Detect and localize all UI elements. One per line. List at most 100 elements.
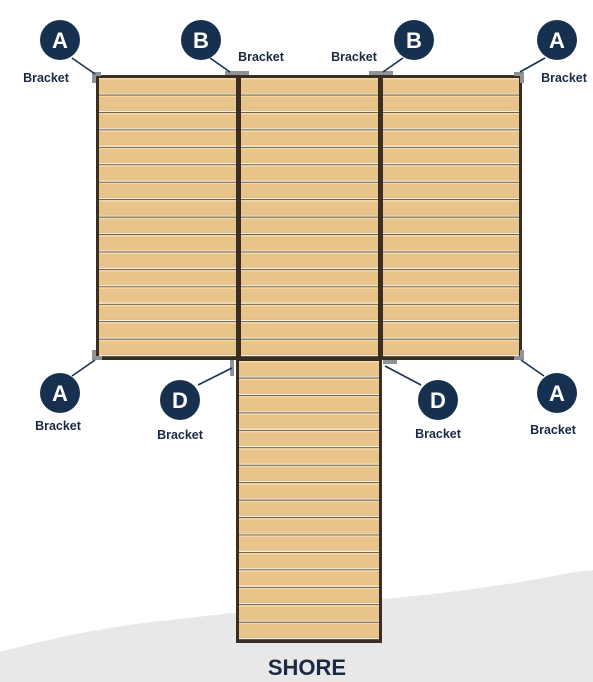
plank-highlight xyxy=(239,448,379,450)
bracket-label: Bracket xyxy=(415,427,462,441)
deck-plank xyxy=(241,147,378,163)
plank-highlight xyxy=(239,430,379,433)
plank-gap xyxy=(239,411,379,413)
plank-gap xyxy=(239,602,379,605)
deck-plank xyxy=(241,304,378,320)
bracket-badge xyxy=(40,373,80,413)
plank-highlight xyxy=(239,552,379,555)
plank-highlight xyxy=(383,165,519,167)
deck-plank xyxy=(239,430,379,446)
bracket-corner xyxy=(383,360,397,364)
deck-plank xyxy=(383,95,519,111)
plank-highlight xyxy=(239,570,379,572)
deck-plank xyxy=(241,95,378,111)
plank-gap xyxy=(241,180,378,182)
deck-plank xyxy=(241,234,378,251)
bracket-label: Bracket xyxy=(331,50,378,64)
plank-gap xyxy=(241,232,378,235)
plank-highlight xyxy=(99,182,236,185)
deck-plank xyxy=(241,339,378,355)
plank-gap xyxy=(99,110,236,113)
plank-gap xyxy=(241,337,378,339)
plank-highlight xyxy=(383,287,519,289)
plank-gap xyxy=(383,93,519,95)
bracket-badge xyxy=(537,373,577,413)
plank-highlight xyxy=(99,95,236,98)
plank-highlight xyxy=(239,395,379,398)
plank-highlight xyxy=(239,605,379,607)
deck-plank xyxy=(239,448,379,464)
deck-plank xyxy=(99,182,236,198)
plank-gap xyxy=(383,110,519,113)
plank-gap xyxy=(99,180,236,182)
plank-highlight xyxy=(383,200,519,202)
shore-label: SHORE xyxy=(268,655,346,680)
plank-gap xyxy=(241,215,378,217)
plank-gap xyxy=(241,128,378,130)
plank-highlight xyxy=(241,147,378,150)
plank-gap xyxy=(99,215,236,217)
plank-gap xyxy=(99,128,236,130)
bracket-callout-a-top-right: A Bracket xyxy=(519,20,588,85)
plank-gap xyxy=(239,515,379,518)
deck-plank xyxy=(239,552,379,569)
bracket-callout-b-top-right: B Bracket xyxy=(331,20,434,73)
plank-highlight xyxy=(241,322,378,324)
bracket-letter: A xyxy=(52,381,68,406)
plank-gap xyxy=(239,637,379,640)
plank-gap xyxy=(383,215,519,217)
plank-highlight xyxy=(241,130,378,132)
deck-plank xyxy=(239,605,379,621)
deck-plank xyxy=(239,378,379,394)
plank-gap xyxy=(383,250,519,252)
plank-highlight xyxy=(383,269,519,272)
bracket-corner xyxy=(92,72,96,83)
deck-plank xyxy=(241,252,378,268)
deck-plank xyxy=(239,395,379,412)
plank-highlight xyxy=(383,252,519,254)
plank-gap xyxy=(239,568,379,570)
deck-plank xyxy=(99,234,236,251)
bracket-label: Bracket xyxy=(541,71,588,85)
deck-plank xyxy=(239,587,379,603)
plank-gap xyxy=(241,197,378,200)
plank-gap xyxy=(239,463,379,465)
plank-gap xyxy=(99,197,236,200)
deck-plank xyxy=(241,217,378,233)
deck-plank xyxy=(99,147,236,163)
plank-gap xyxy=(241,354,378,357)
deck-plank xyxy=(99,130,236,146)
deck-plank xyxy=(99,112,236,129)
bracket-corner xyxy=(514,356,524,360)
plank-highlight xyxy=(99,78,236,80)
deck-plank xyxy=(383,287,519,303)
deck-plank xyxy=(99,252,236,268)
plank-highlight xyxy=(99,339,236,342)
deck-plank xyxy=(383,234,519,251)
plank-gap xyxy=(239,428,379,430)
plank-highlight xyxy=(99,234,236,237)
deck-plank xyxy=(383,112,519,129)
plank-highlight xyxy=(239,361,379,363)
plank-highlight xyxy=(99,269,236,272)
plank-highlight xyxy=(239,587,379,590)
deck-plank xyxy=(239,622,379,638)
plank-gap xyxy=(241,319,378,322)
deck-plank xyxy=(239,535,379,551)
deck-plank xyxy=(99,217,236,233)
bracket-letter: B xyxy=(193,28,209,53)
plank-highlight xyxy=(383,339,519,342)
bracket-badge xyxy=(181,20,221,60)
plank-gap xyxy=(239,620,379,622)
deck-plank xyxy=(241,112,378,129)
bracket-callout-d-left: D Bracket xyxy=(157,367,233,442)
bracket-label: Bracket xyxy=(530,423,577,437)
plank-gap xyxy=(239,498,379,500)
plank-highlight xyxy=(383,95,519,98)
deck-plank xyxy=(239,517,379,534)
plank-gap xyxy=(241,267,378,270)
plank-gap xyxy=(383,162,519,165)
plank-highlight xyxy=(99,287,236,289)
deck-plank xyxy=(241,165,378,181)
